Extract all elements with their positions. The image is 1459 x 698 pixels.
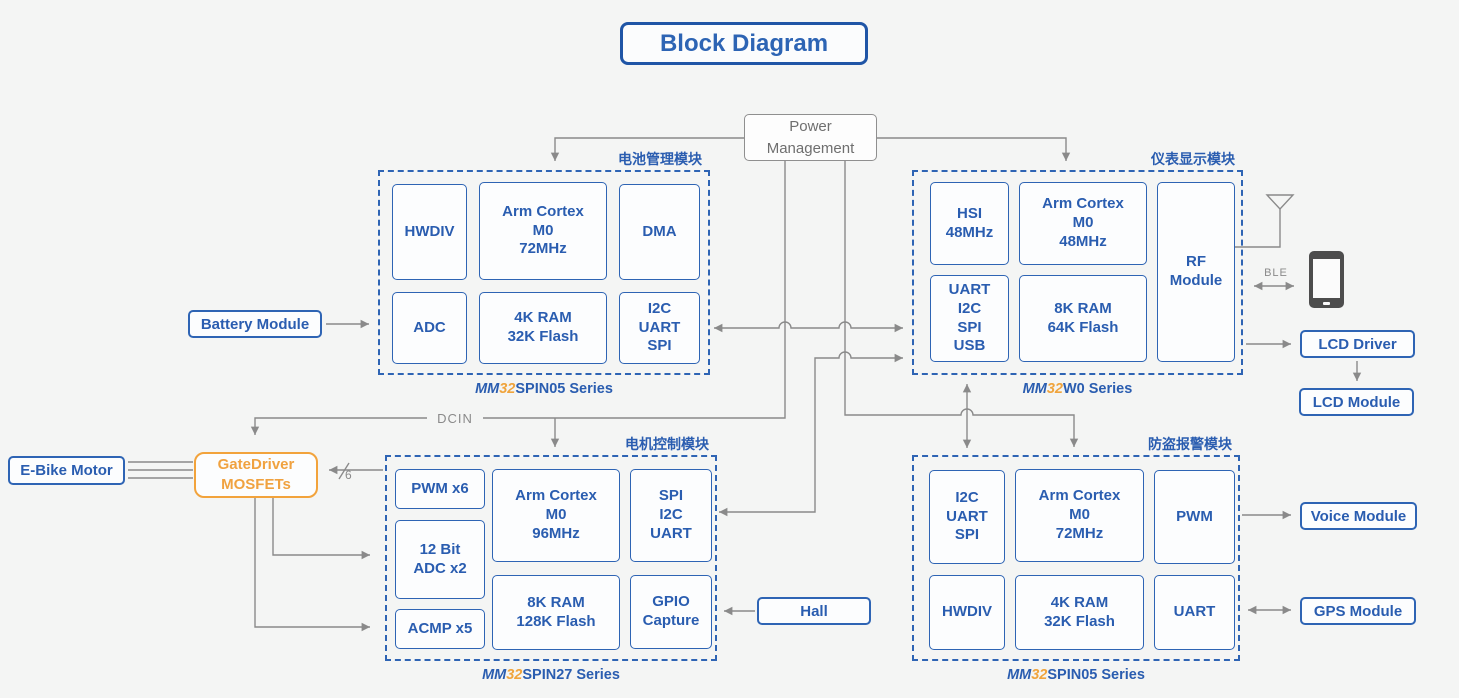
series-label: MM32SPIN05 Series — [914, 667, 1238, 683]
chip-gpio-capture: GPIO Capture — [630, 575, 712, 649]
smartphone-icon — [1309, 251, 1344, 308]
chip-12bit-adc-x2: 12 Bit ADC x2 — [395, 520, 485, 599]
wire-motor-to-instrument — [719, 351, 903, 517]
chip-hsi-48mhz: HSI 48MHz — [930, 182, 1009, 265]
smartphone-home-dot — [1323, 302, 1330, 305]
chip-4k-ram-32k-flash: 4K RAM 32K Flash — [1015, 575, 1144, 650]
chip-uart: UART — [1154, 575, 1235, 650]
series-rest: W0 Series — [1062, 381, 1133, 397]
wire-pm-to-battery-module-top — [550, 137, 744, 161]
chip-uart-i2c-spi-usb: UART I2C SPI USB — [930, 275, 1009, 362]
power-management-box: Power Management — [744, 114, 877, 161]
series-mm: MM — [1007, 667, 1032, 683]
series-mm: MM — [482, 667, 507, 683]
chip-rf-module: RF Module — [1157, 182, 1235, 362]
anti-theft-alarm-module: 防盗报警模块 I2C UART SPI Arm Cortex M0 72MHz … — [912, 436, 1240, 683]
series-label: MM32SPIN27 Series — [387, 667, 715, 683]
wire-pm-to-instrument-module-top — [877, 137, 1071, 161]
instrument-display-module: 仪表显示模块 HSI 48MHz Arm Cortex M0 48MHz RF … — [912, 151, 1243, 397]
chip-hwdiv: HWDIV — [392, 184, 467, 280]
chip-arm-cortex-m0-72mhz: Arm Cortex M0 72MHz — [479, 182, 607, 280]
series-rest: SPIN05 Series — [515, 381, 613, 397]
series-num: 32 — [499, 381, 516, 397]
battery-module-title: 电池管理模块 — [618, 151, 702, 167]
ebike-motor-box: E-Bike Motor — [8, 456, 125, 485]
series-mm: MM — [1022, 381, 1047, 397]
chip-hwdiv: HWDIV — [929, 575, 1005, 650]
wire-count-slash — [338, 462, 350, 480]
ble-label: BLE — [1264, 267, 1288, 279]
battery-module-box: Battery Module — [188, 310, 322, 338]
antenna-icon — [1234, 194, 1295, 248]
chip-arm-cortex-m0-48mhz: Arm Cortex M0 48MHz — [1019, 182, 1147, 265]
dcin-label: DCIN — [427, 411, 483, 426]
gps-module-box: GPS Module — [1300, 597, 1416, 625]
chip-spi-i2c-uart: SPI I2C UART — [630, 469, 712, 562]
hall-box: Hall — [757, 597, 871, 625]
chip-dma: DMA — [619, 184, 700, 280]
smartphone-screen — [1313, 259, 1340, 298]
chip-acmp-x5: ACMP x5 — [395, 609, 485, 649]
chip-i2c-uart-spi: I2C UART SPI — [619, 292, 700, 364]
series-label: MM32W0 Series — [914, 381, 1241, 397]
motor-control-module: 电机控制模块 PWM x6 12 Bit ADC x2 ACMP x5 Arm … — [385, 436, 717, 683]
chip-4k-ram-32k-flash: 4K RAM 32K Flash — [479, 292, 607, 364]
page-title: Block Diagram — [620, 22, 868, 65]
series-rest: SPIN05 Series — [1047, 667, 1145, 683]
wire-rf-to-antenna — [1234, 209, 1281, 248]
series-num: 32 — [1031, 667, 1048, 683]
series-num: 32 — [1046, 381, 1063, 397]
wire-battery-instrument-bus — [714, 321, 903, 333]
series-rest: SPIN27 Series — [522, 667, 620, 683]
series-num: 32 — [506, 667, 523, 683]
chip-adc: ADC — [392, 292, 467, 364]
wire-count-label: 6 — [345, 468, 352, 482]
lcd-driver-box: LCD Driver — [1300, 330, 1415, 358]
series-mm: MM — [475, 381, 500, 397]
chip-arm-cortex-m0-72mhz: Arm Cortex M0 72MHz — [1015, 469, 1144, 562]
series-label: MM32SPIN05 Series — [380, 381, 708, 397]
antenna-triangle — [1265, 194, 1295, 211]
instrument-module-title: 仪表显示模块 — [1151, 151, 1235, 167]
wire-gatedriver-to-acmp — [254, 497, 370, 632]
chip-arm-cortex-m0-96mhz: Arm Cortex M0 96MHz — [492, 469, 620, 562]
battery-management-module: 电池管理模块 HWDIV Arm Cortex M0 72MHz DMA ADC… — [378, 151, 710, 397]
chip-pwm-x6: PWM x6 — [395, 469, 485, 509]
wire-dcin-to-gatedriver — [250, 161, 786, 435]
lcd-module-box: LCD Module — [1299, 388, 1414, 416]
wire-gatedriver-to-adc — [272, 497, 370, 560]
alarm-module-title: 防盗报警模块 — [1148, 436, 1232, 452]
chip-8k-ram-64k-flash: 8K RAM 64K Flash — [1019, 275, 1147, 362]
gatedriver-mosfets-box: GateDriver MOSFETs — [194, 452, 318, 498]
motor-module-title: 电机控制模块 — [625, 436, 709, 452]
voice-module-box: Voice Module — [1300, 502, 1417, 530]
chip-pwm: PWM — [1154, 470, 1235, 564]
chip-i2c-uart-spi: I2C UART SPI — [929, 470, 1005, 564]
chip-8k-ram-128k-flash: 8K RAM 128K Flash — [492, 575, 620, 650]
